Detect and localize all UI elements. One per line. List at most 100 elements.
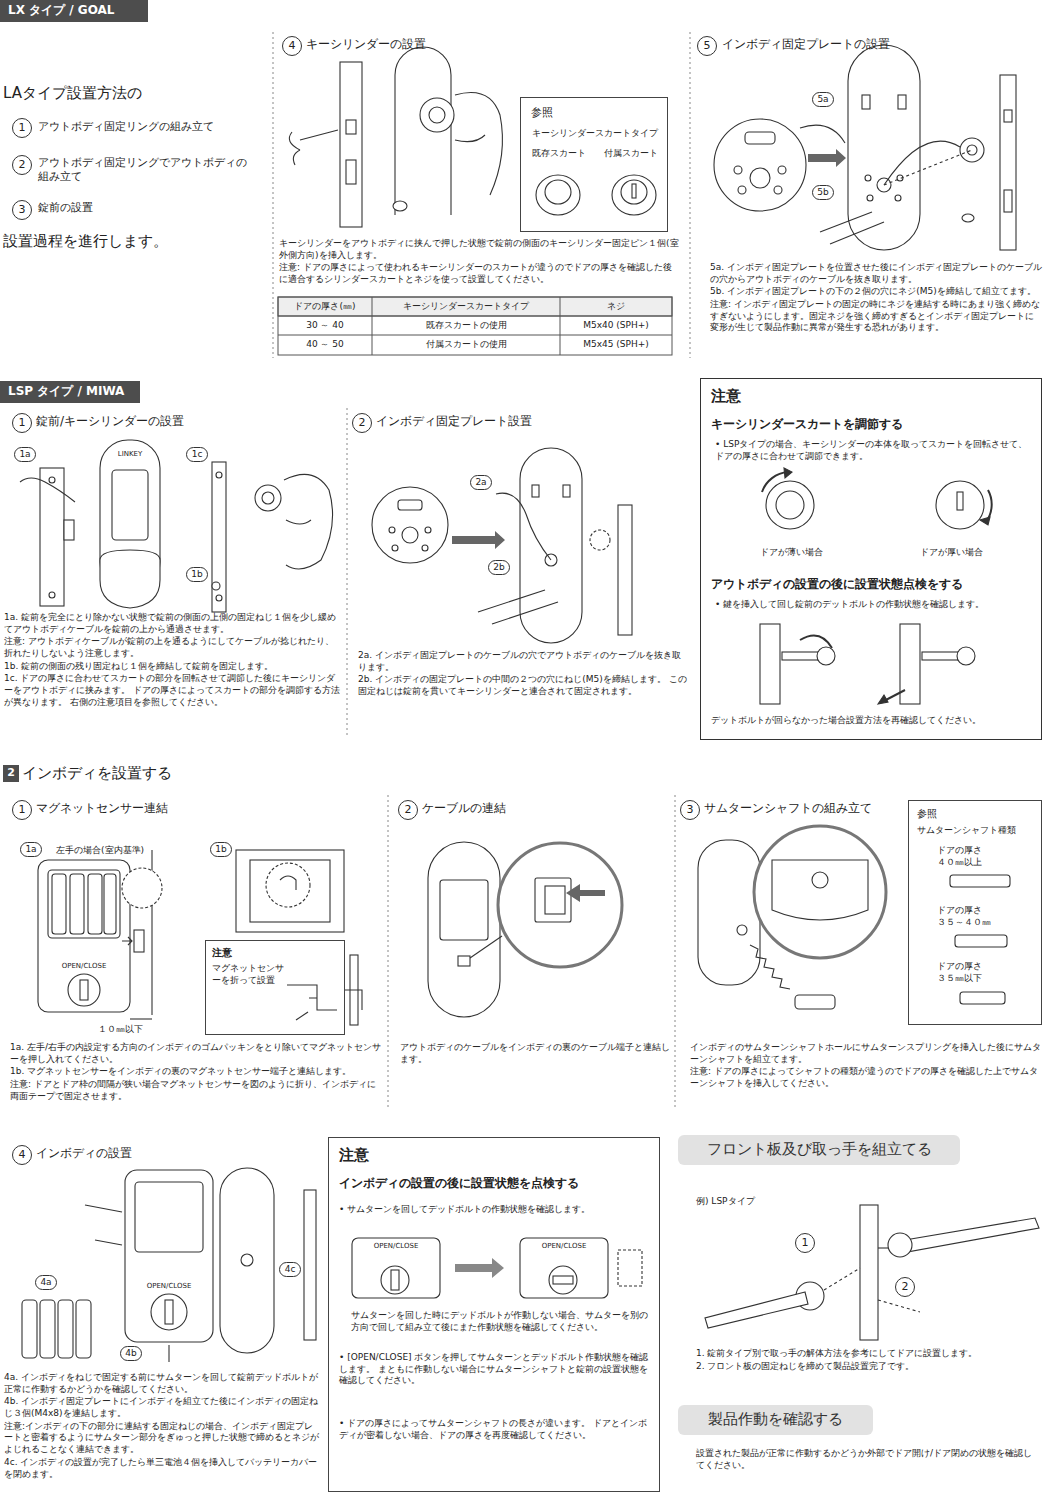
heading-band: 製品作動を確認する [678, 1405, 873, 1435]
callout-label: 1b [186, 567, 208, 582]
note-text: 注意: ドアの厚さによってシャフトの種類が違うのでドアの厚さを確認した上でサムタ… [690, 1066, 1042, 1089]
lock-body-illustration [262, 492, 274, 504]
cylinder-skirt [545, 180, 571, 204]
thumb-turn-shaft-illustration [955, 935, 1007, 947]
skirt-adjust-illustration [762, 472, 788, 492]
thumb-turn-shaft-illustration [950, 875, 1010, 887]
step-number: 2 [398, 800, 418, 820]
step-title: インボディ固定プレートの設置 [722, 37, 972, 53]
spec-table [560, 297, 561, 355]
key-cylinder-illustration [429, 107, 445, 123]
skirt-adjust-illustration [817, 647, 835, 665]
table-cell: 付属スカートの使用 [374, 339, 558, 351]
spec-table [278, 297, 672, 355]
node-text: 4b [125, 1348, 136, 1360]
lock-body-illustration [64, 520, 74, 540]
node-text: 4 [19, 1148, 26, 1162]
node-text: 1a [25, 844, 36, 856]
spec-table [278, 297, 672, 316]
inbody-plate-illustration [422, 545, 428, 551]
spec-table [278, 316, 672, 317]
inbody-plate-illustration [372, 448, 632, 643]
skirt-adjust-illustration [980, 517, 990, 525]
node-text: 2 [359, 416, 366, 430]
thumb-turn-shaft-illustration [812, 872, 828, 888]
section-divider [675, 795, 676, 1110]
box-text: キーシリンダースカートを調節する [711, 417, 1031, 433]
inbody-plate-illustration [1004, 110, 1012, 122]
key-cylinder-illustration [346, 120, 356, 134]
inbody-plate-illustration [1000, 75, 1016, 250]
note-text: 5a. インボディ固定プレートを位置させた後にインボディ固定プレートのケーブルの… [710, 262, 1042, 285]
node-text: 1c [192, 449, 203, 461]
node-text: LSP タイプ / MIWA [8, 384, 124, 400]
callout-label: 5a [812, 92, 834, 107]
box-heading: 注意 [339, 1146, 439, 1166]
node-text: 製品作動を確認する [708, 1410, 843, 1430]
magnet-sensor-illustration [345, 990, 362, 1010]
step-title: インボディの設置 [36, 1146, 236, 1162]
note-text: 注意: アウトボディケーブルが錠前の上を通るようにしてケーブルが捻じれたり、折れ… [4, 636, 340, 659]
inbody-plate-illustration [867, 195, 873, 201]
device-print: OPEN/CLOSE [139, 1282, 199, 1291]
box-text: インボディの設置の後に設置状態を点検する [339, 1176, 651, 1192]
key-cylinder-illustration [289, 130, 338, 165]
note-text: アウトボディのケーブルをインボディの裏のケーブル端子と連結します。 [400, 1042, 670, 1065]
note-box: 参照サムターンシャフト種類ドアの厚さ ４０㎜以上ドアの厚さ ３５～４０㎜ドアの厚… [908, 800, 1042, 1025]
magnet-sensor-illustration [287, 985, 337, 1010]
table-cell: 30 ～ 40 [280, 320, 370, 332]
deadbolt-check-illustration [553, 1276, 573, 1284]
node-text: 2 [902, 1280, 909, 1294]
inbody-plate-illustration [774, 186, 782, 194]
inbody-plate-illustration [520, 448, 582, 643]
inbody-plate-illustration [496, 493, 551, 560]
inbody-install-illustration [135, 1182, 203, 1252]
note-text: 1a. 左手/右手の内設定する方向のインボディのゴムパッキンをとり除いてマグネッ… [10, 1042, 382, 1065]
step-number: 1 [795, 1233, 815, 1253]
deadbolt-check-illustration [455, 1258, 504, 1278]
note-text: アウトボディ固定リングでアウトボディの組み立て [38, 156, 253, 185]
device-print: OPEN/CLOSE [54, 962, 114, 971]
step-title: ケーブルの連結 [422, 801, 622, 817]
note-text: 設置された製品が正常に作動するかどうか外部でドア開け/ドア閉めの状態を確認してく… [696, 1448, 1041, 1471]
box-text: ドアの厚さ ３５～４０㎜ [937, 905, 999, 928]
box-text: • LSPタイプの場合、キーシリンダーの本体を取ってスカートを回転させて、ドアの… [715, 439, 1033, 462]
deadbolt-check-illustration [549, 1266, 577, 1294]
note-text: 1a. 錠前を完全にとり除かない状態で錠前の側面の上側の固定ねじ１個を少し緩めて… [4, 612, 340, 635]
box-text: • サムターンを回してデッドボルトの作動状態を確認します。 [339, 1204, 655, 1216]
callout-label: 1a [14, 447, 36, 462]
handle-illustration [824, 1268, 860, 1290]
callout-label: 2a [470, 475, 492, 490]
callout-label: 2b [488, 560, 510, 575]
step-number: 2 [895, 1277, 915, 1297]
section-band: LX タイプ / GOAL [0, 0, 148, 22]
note-text: 1. 錠前タイプ別で取っ手の解体方法を参考にしてドアに設置します。 [696, 1348, 1041, 1360]
inbody-plate-illustration [778, 166, 786, 174]
section-divider [273, 32, 274, 358]
thumb-turn-shaft-illustration [698, 840, 760, 985]
cable-connection-illustration [458, 956, 470, 966]
magnet-sensor-illustration [80, 980, 88, 1000]
note-text: 例) LSPタイプ [696, 1196, 846, 1208]
inbody-install-illustration [125, 1170, 213, 1342]
step-title: インボディ固定プレート設置 [376, 414, 626, 430]
inbody-plate-illustration [745, 132, 775, 144]
node-text: 2b [493, 562, 504, 574]
note-box: 参照キーシリンダースカートタイプ既存スカート付属スカート [520, 97, 668, 232]
inbody-plate-illustration [478, 590, 545, 612]
node-text: 1 [802, 1236, 809, 1250]
table-cell: M5x40 (SPH+) [562, 320, 670, 332]
cable-connection-illustration [498, 843, 622, 967]
lock-body-illustration [212, 462, 226, 612]
handle-illustration [905, 1218, 1039, 1252]
inbody-plate-illustration [734, 166, 742, 174]
magnet-sensor-illustration [70, 874, 84, 934]
node-text: 2 [405, 803, 412, 817]
inbody-plate-illustration [563, 485, 570, 497]
box-text: マグネットセンサーを折って設置 [212, 963, 284, 986]
node-text: 1b [191, 569, 202, 581]
magnet-sensor-illustration [266, 863, 310, 907]
skirt-adjust-illustration [766, 481, 814, 529]
inbody-plate-illustration [532, 485, 539, 497]
node-text: 2 [7, 766, 15, 780]
